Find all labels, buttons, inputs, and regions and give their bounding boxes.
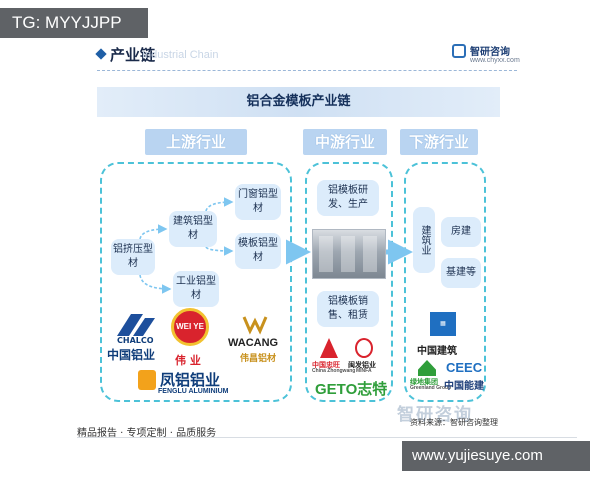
chalco-logo-icon [117, 314, 155, 336]
footer-slogan: 精品报告 · 专项定制 · 品质服务 [77, 428, 217, 439]
diagram-title: 铝合金模板产业链 [97, 87, 500, 117]
node-construction-industry-label: 建筑业 [419, 225, 430, 255]
formwork-panel-icon [341, 236, 355, 272]
weiye-en: WEI YE [176, 322, 204, 331]
weiye-logo-icon: WEI YE [171, 308, 209, 346]
greenland-cn: 绿地集团 [410, 378, 438, 386]
node-rd-production: 铝模板研发、生产 [317, 180, 379, 216]
header-divider [97, 70, 517, 71]
mingfa-cn: 闽发铝业 [348, 361, 376, 369]
brand-name: 智研咨询 [470, 47, 510, 58]
wacang-logo-icon [242, 316, 268, 335]
fenglu-en: FENGLU ALUMINIUM [158, 388, 229, 395]
node-formwork-profile: 模板铝型材 [235, 233, 281, 269]
source-note: 资料来源：智研咨询整理 [410, 418, 498, 427]
wacang-en: WACANG [228, 337, 279, 349]
stage-downstream-label: 下游行业 [408, 133, 469, 151]
header-subtitle: Industrial Chain [142, 49, 219, 61]
downstream-group [404, 162, 486, 402]
header-title: 产业链 [110, 46, 156, 64]
chalco-cn: 中国铝业 [107, 348, 156, 362]
ceec-cn: 中国能建 [444, 381, 484, 392]
node-industrial-profile: 工业铝型材 [173, 271, 219, 307]
weiye-cn: 伟 业 [175, 354, 201, 367]
stage-upstream-label: 上游行业 [165, 133, 226, 151]
node-housing: 房建 [441, 217, 481, 247]
corner-tag: TG: MYYJJPP [0, 8, 148, 38]
mingfa-en: MINFA [356, 368, 372, 374]
wacang-cn: 伟昌铝材 [240, 354, 277, 364]
formwork-panel-icon [319, 236, 333, 272]
cscec-cn: 中国建筑 [417, 346, 457, 357]
arrow-extrusion-to-construction [139, 224, 168, 240]
stage-midstream-label: 中游行业 [314, 133, 375, 151]
watermark: 智研咨询 [397, 405, 473, 425]
greenland-en: Greenland Group [410, 385, 452, 391]
brand-logo-icon [452, 44, 466, 58]
stage-downstream-heading: 下游行业 [400, 129, 478, 155]
stage-upstream-heading: 上游行业 [145, 129, 247, 155]
ceec-en: CEEC [446, 360, 483, 375]
node-construction-industry: 建筑业 [413, 207, 435, 273]
arrow-construction-to-doorwindow [205, 197, 234, 212]
node-door-window-profile: 门窗铝型材 [235, 184, 281, 220]
zhongwang-en: China Zhongwang [312, 368, 356, 374]
arrow-extrusion-to-industrial [139, 274, 172, 294]
zhongwang-cn: 中国忠旺 [312, 361, 340, 369]
upstream-group [100, 162, 292, 402]
brand-url: www.chyxx.com [470, 57, 520, 64]
arrow-construction-to-formwork [205, 246, 234, 256]
site-tag: www.yujiesuye.com [402, 441, 590, 471]
fenglu-logo-icon [138, 370, 156, 390]
node-extrusion: 铝挤压型材 [111, 239, 155, 275]
formwork-photo [312, 229, 386, 279]
chalco-en: CHALCO [117, 336, 154, 345]
node-construction-profile: 建筑铝型材 [169, 211, 217, 247]
mingfa-logo-icon [355, 338, 373, 358]
node-sales-leasing: 铝模板销售、租赁 [317, 291, 379, 327]
formwork-panel-icon [363, 236, 377, 272]
fenglu-cn: 凤铝铝业 [160, 371, 221, 389]
cscec-logo-icon: ▦ [430, 312, 456, 336]
footer-divider [77, 437, 577, 438]
midstream-group [305, 162, 393, 402]
geto-logo: GETO志特 [315, 381, 388, 398]
node-infrastructure: 基建等 [441, 258, 481, 288]
stage-midstream-heading: 中游行业 [303, 129, 387, 155]
